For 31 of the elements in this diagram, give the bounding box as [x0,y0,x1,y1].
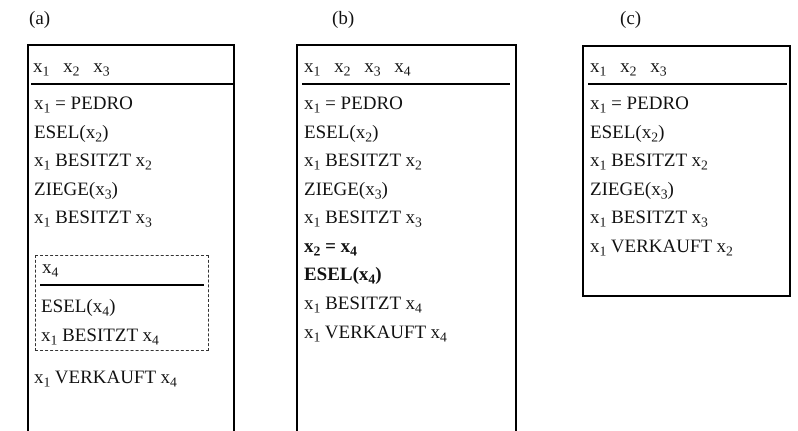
condition-text: ESEL(x$_{4}$) [304,263,382,287]
condition-text: x$_{1}$ BESITZT x$_{2}$ [304,149,422,173]
condition-text: ZIEGE(x$_{3}$) [590,178,674,202]
condition-text: ZIEGE(x$_{3}$) [34,178,118,202]
condition-text: x$_{2}$ = x$_{4}$ [304,235,358,259]
condition-text: ESEL(x$_{2}$) [34,121,108,145]
condition-text: x$_{1}$ BESITZT x$_{4}$ [304,292,422,316]
condition-text: ESEL(x$_{2}$) [590,121,664,145]
discourse-referents: x$_{1}$ x$_{2}$ x$_{3}$ [588,53,787,85]
condition-text: x$_{1}$ = PEDRO [34,92,133,116]
discourse-referents: x$_{1}$ x$_{2}$ x$_{3}$ [31,53,233,85]
condition-text: ZIEGE(x$_{3}$) [304,178,388,202]
condition-text: x$_{1}$ BESITZT x$_{3}$ [590,206,708,230]
condition-text: x$_{1}$ VERKAUFT x$_{2}$ [590,235,733,259]
panel-label: (b) [332,7,354,31]
condition-text: x$_{1}$ VERKAUFT x$_{4}$ [304,321,447,345]
condition-text: x$_{1}$ BESITZT x$_{2}$ [34,149,152,173]
sub-drs-box [35,255,209,351]
condition-text: x$_{1}$ BESITZT x$_{3}$ [304,206,422,230]
panel-label: (c) [620,7,642,31]
condition-text: x$_{1}$ = PEDRO [304,92,403,116]
discourse-referents: x$_{1}$ x$_{2}$ x$_{3}$ x$_{4}$ [302,53,510,85]
condition-text: ESEL(x$_{2}$) [304,121,378,145]
discourse-referents: x$_{4}$ [40,254,204,286]
condition-text: x$_{1}$ BESITZT x$_{3}$ [34,206,152,230]
condition-text: x$_{1}$ BESITZT x$_{2}$ [590,149,708,173]
condition-text: x$_{1}$ BESITZT x$_{4}$ [41,324,159,348]
condition-text: ESEL(x$_{4}$) [41,295,116,319]
condition-text: x$_{1}$ = PEDRO [590,92,689,116]
panel-label: (a) [29,7,50,31]
condition-text: x$_{1}$ VERKAUFT x$_{4}$ [34,366,177,390]
